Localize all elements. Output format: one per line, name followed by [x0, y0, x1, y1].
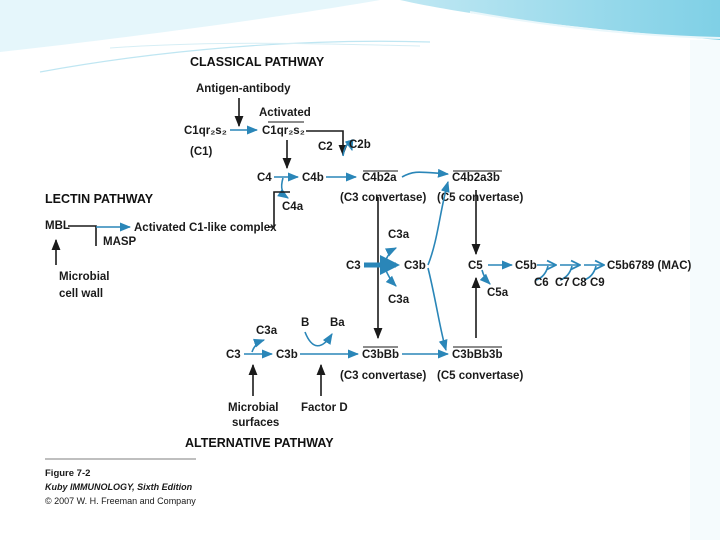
c1qrs-node: C1qr₂s₂: [184, 125, 227, 137]
microbial-surfaces-line2: surfaces: [232, 417, 279, 429]
masp-node: MASP: [103, 236, 137, 248]
c4-node: C4: [257, 172, 272, 184]
c8-node: C8: [572, 277, 587, 289]
arrow-c3b-to-c3bbb3b: [427, 267, 448, 352]
c2-node: C2: [318, 141, 333, 153]
microbial-surfaces-line1: Microbial: [228, 402, 278, 414]
lectin-pathway-header: LECTIN PATHWAY: [45, 192, 154, 206]
c6-node: C6: [534, 277, 549, 289]
mac-node: C5b6789 (MAC): [607, 260, 692, 272]
activated-c1-like-node: Activated C1-like complex: [134, 222, 277, 234]
c3-node: C3: [346, 260, 361, 272]
c3a-upper-node: C3a: [388, 229, 410, 241]
factor-d-node: Factor D: [301, 402, 348, 414]
book-title: Kuby IMMUNOLOGY, Sixth Edition: [45, 482, 193, 492]
arrow-c3-to-c3a-lower: [384, 267, 397, 287]
c1-paren-label: (C1): [190, 146, 213, 158]
arrow-c3b-to-c4b2a3b: [427, 180, 450, 266]
arrow-c1-to-c2: [306, 130, 348, 157]
c5b-node: C5b: [515, 260, 537, 272]
alternative-pathway-header: ALTERNATIVE PATHWAY: [185, 436, 334, 450]
c3b-node: C3b: [404, 260, 426, 272]
c3bbb-node: C3bBb: [362, 349, 399, 361]
mbl-node: MBL: [45, 220, 70, 232]
arrow-c4-to-c4a: [277, 177, 289, 199]
c4b2a3b-node: C4b2a3b: [452, 172, 500, 184]
microbial-cell-wall-line1: Microbial: [59, 271, 109, 283]
classical-pathway-header: CLASSICAL PATHWAY: [190, 55, 325, 69]
activated-label: Activated: [259, 107, 311, 119]
alt-c3-node: C3: [226, 349, 241, 361]
c4b-node: C4b: [302, 172, 324, 184]
arrow-c5-to-c5a: [479, 269, 491, 285]
arrow-c2-cleave: [342, 139, 354, 157]
copyright-line: © 2007 W. H. Freeman and Company: [45, 496, 196, 506]
c3-convertase-alt-label: (C3 convertase): [340, 370, 426, 382]
arrow-b-to-ba: [304, 331, 333, 347]
c4a-node: C4a: [282, 201, 304, 213]
arrow-alt-c3-to-c3a: [251, 338, 266, 353]
c5-node: C5: [468, 260, 483, 272]
c8-hook: [583, 265, 597, 281]
figure-number: Figure 7-2: [45, 468, 90, 479]
mbl-connector: [68, 225, 97, 246]
c3a-lower-node: C3a: [388, 294, 410, 306]
c7-hook: [559, 265, 573, 281]
c7-node: C7: [555, 277, 570, 289]
factor-b-node: B: [301, 317, 309, 329]
arrow-c3-to-c3a-upper: [384, 247, 398, 263]
arrow-c4b2a-to-c4b2a3b: [401, 168, 450, 178]
c6-hook: [535, 265, 549, 281]
alt-c3b-node: C3b: [276, 349, 298, 361]
c5-convertase-alt-label: (C5 convertase): [437, 370, 523, 382]
c3bbb3b-node: C3bBb3b: [452, 349, 502, 361]
microbial-cell-wall-line2: cell wall: [59, 288, 103, 300]
c3-convertase-classical-label: (C3 convertase): [340, 192, 426, 204]
alt-c3a-node: C3a: [256, 325, 278, 337]
c5a-node: C5a: [487, 287, 509, 299]
c4b2a-node: C4b2a: [362, 172, 397, 184]
c9-node: C9: [590, 277, 605, 289]
antigen-antibody-label: Antigen-antibody: [196, 83, 291, 95]
c5-convertase-classical-label: (C5 convertase): [437, 192, 523, 204]
activated-c1qrs-node: C1qr₂s₂: [262, 125, 305, 137]
c2b-node: C2b: [349, 139, 371, 151]
ba-node: Ba: [330, 317, 345, 329]
connector-lectin-to-c4: [268, 191, 290, 228]
